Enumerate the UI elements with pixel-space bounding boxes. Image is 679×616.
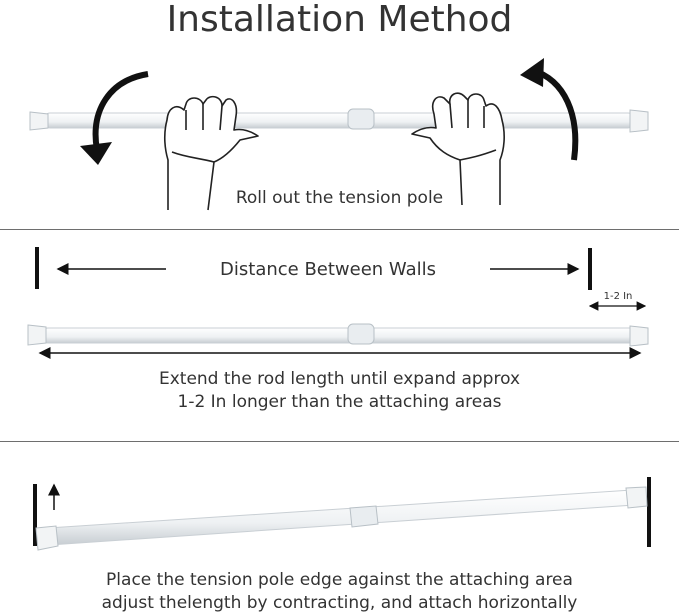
step2-caption-line2: 1-2 In longer than the attaching areas bbox=[177, 392, 502, 412]
rotate-right-arrow-icon bbox=[520, 58, 579, 161]
right-hand-icon bbox=[411, 92, 505, 206]
step1-pole bbox=[29, 108, 649, 133]
step3-pole bbox=[35, 486, 648, 551]
step2-wall-left bbox=[35, 247, 39, 289]
gap-label: 1-2 In bbox=[603, 291, 633, 302]
divider-1 bbox=[0, 229, 679, 230]
divider-2 bbox=[0, 441, 679, 442]
step1-caption: Roll out the tension pole bbox=[235, 188, 444, 208]
rotate-left-arrow-icon bbox=[80, 71, 149, 165]
step2-pole bbox=[27, 323, 649, 347]
step3-wall-right bbox=[647, 477, 651, 547]
step3-caption-line2: adjust thelength by contracting, and att… bbox=[101, 593, 578, 613]
step3-wall-left bbox=[33, 484, 37, 546]
page-title: Installation Method bbox=[166, 0, 513, 40]
left-hand-icon bbox=[163, 95, 259, 211]
step3-caption-line1: Place the tension pole edge against the … bbox=[106, 570, 573, 590]
step2-wall-right bbox=[588, 248, 592, 290]
step2-caption-line1: Extend the rod length until expand appro… bbox=[158, 369, 521, 389]
distance-label: Distance Between Walls bbox=[220, 259, 436, 280]
